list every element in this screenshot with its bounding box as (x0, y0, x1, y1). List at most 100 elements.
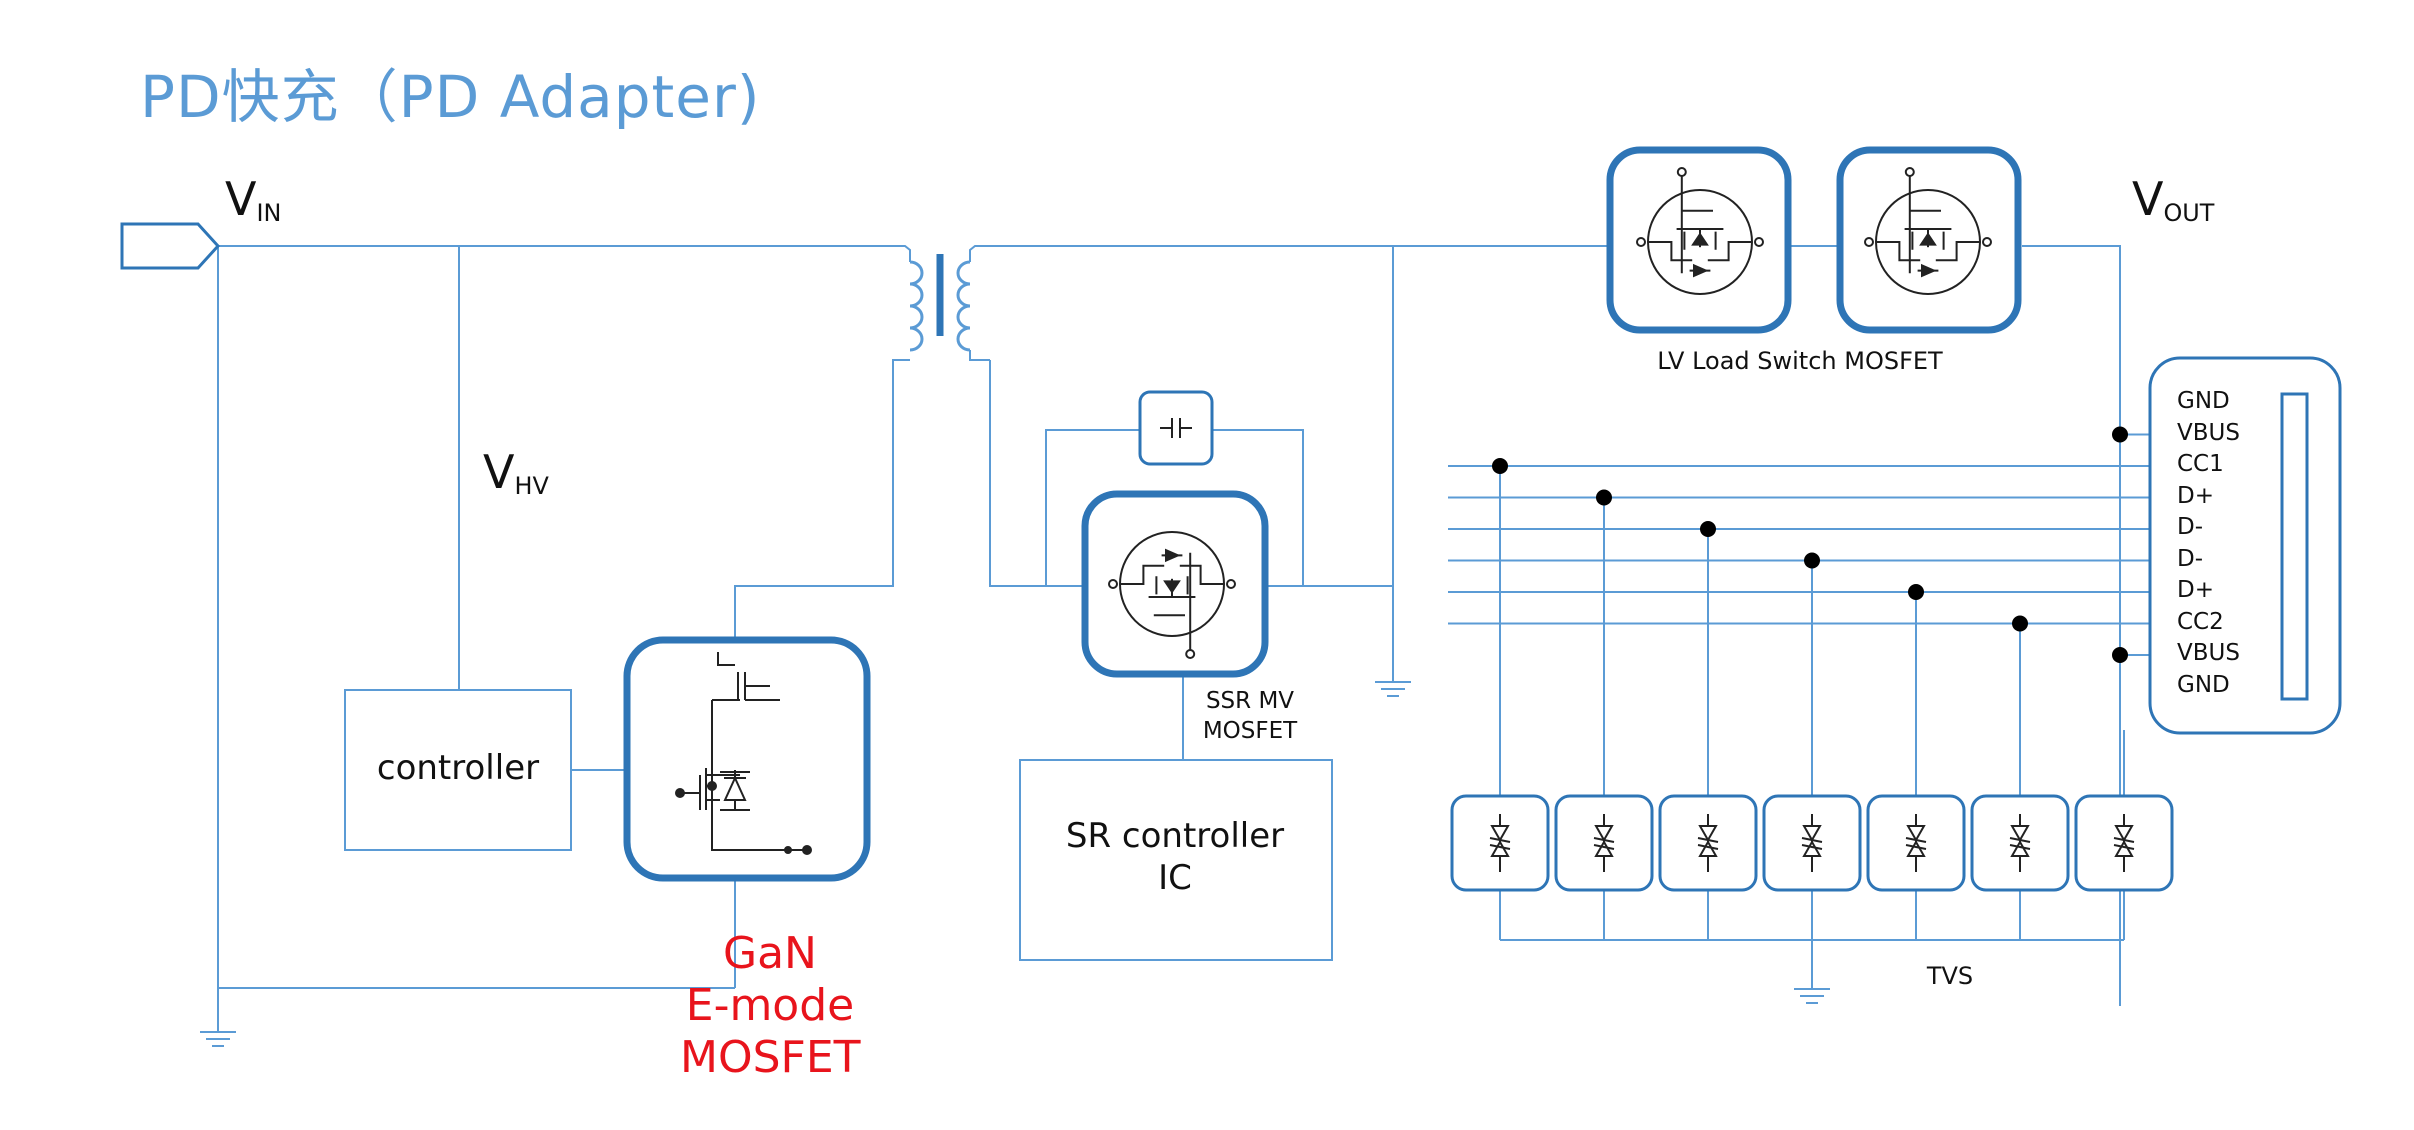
tvs-diode-triangle (1490, 825, 1510, 843)
junction-dot (2112, 647, 2128, 663)
load-switch-mosfet-icon (1864, 167, 1992, 295)
tvs-diode-triangle (2010, 825, 2030, 843)
load-switch-mosfet-icon-diode (1693, 263, 1709, 278)
controller-label: controller (376, 748, 540, 788)
tvs-diode-bar (1593, 837, 1615, 843)
usb-connector-tongue (2280, 392, 2309, 701)
controller-box (344, 689, 572, 851)
vout-label: VOUT (2132, 172, 2215, 227)
load-switch-mosfet-icon-diode (1921, 263, 1937, 278)
tvs-diode-triangle (1906, 825, 1926, 843)
tvs-diode-bar (1697, 837, 1719, 843)
tvs-diode-bar (2009, 837, 2031, 843)
load-switch-mosfet-icon-pin (1864, 237, 1874, 247)
tvs-diode-icon (1697, 814, 1719, 872)
load-switch-mosfet-icon-pin (1636, 237, 1646, 247)
transformer-primary-coil (909, 326, 924, 352)
vhv-label: VHV (483, 445, 549, 500)
ssr-mosfet-icon-diode (1165, 548, 1181, 563)
vin-connector (120, 222, 221, 270)
tvs-diode-triangle (2114, 839, 2134, 857)
junction-dot (1596, 489, 1612, 506)
tvs-diode-bar (1489, 837, 1511, 843)
ssr-mosfet-icon-arrow (1163, 580, 1181, 594)
gan-mosfet-icon-stroke (711, 700, 810, 851)
tvs-diode-triangle (1802, 825, 1822, 843)
transformer-secondary-coil (956, 260, 971, 286)
tvs-diode-icon (1489, 814, 1511, 872)
ssr-mosfet-icon-gate-pin (1185, 649, 1196, 659)
ssr-mosfet-icon-stroke (1155, 576, 1189, 595)
transformer-secondary-coil (956, 304, 971, 330)
junction-dot (2112, 426, 2128, 443)
connector-pin-label: D- (2177, 545, 2204, 572)
tvs-diode-triangle (1594, 825, 1614, 843)
junction-dot (2012, 615, 2028, 632)
ssr-mosfet-icon (1108, 531, 1236, 659)
vin-label: VIN (225, 172, 282, 227)
vout-down-wire (2022, 245, 2121, 1006)
tvs-diode-triangle (2010, 839, 2030, 857)
tvs-diode-triangle (2114, 825, 2134, 843)
tvs-diode-triangle (1698, 839, 1718, 857)
tvs-diode-icon (1801, 814, 1823, 872)
gan-drain-wire (734, 359, 910, 640)
sr-controller-box (1019, 759, 1333, 961)
tvs-diode-bar (1905, 844, 1927, 850)
gan-mosfet-icon (675, 652, 812, 855)
tvs-diode-bar (1801, 837, 1823, 843)
tvs-diode-triangle (1802, 839, 1822, 857)
tvs-diode-icon (1593, 814, 1615, 872)
junction-dot (1492, 458, 1508, 474)
primary-top-wire (895, 245, 911, 262)
ssr-mosfet-icon-pin (1108, 579, 1118, 589)
sr-controller-ic-label: SR controller IC (1065, 816, 1285, 898)
gan-body-dot (707, 781, 717, 791)
ssr-mv-mosfet-label: SSR MV MOSFET (1202, 688, 1298, 744)
tvs-diode-bar (1593, 844, 1615, 850)
gan-mosfet-box (623, 636, 871, 882)
tvs-diode-bar (1489, 844, 1511, 850)
load-switch-mosfet-icon-gate-pin (1904, 167, 1915, 177)
snubber-capacitor-box (1138, 390, 1214, 466)
connector-pin-label: CC1 (2177, 451, 2224, 477)
tvs-diode-bar (2113, 844, 2135, 850)
load-switch-mosfet-icon-stroke (1683, 231, 1717, 250)
secondary-bottom-wire (969, 350, 990, 361)
connector-pin-label: VBUS (2177, 640, 2240, 666)
lv-load-switch-label: LV Load Switch MOSFET (1657, 347, 1943, 375)
load-switch-mosfet-icon-arrow (1919, 232, 1937, 246)
tvs-diode-icon (2113, 814, 2135, 872)
tvs-diode-bar (1697, 844, 1719, 850)
gan-mosfet-icon-stroke (717, 652, 735, 666)
snubber-right-wire (1212, 429, 1304, 586)
secondary-sr-wire (989, 360, 1110, 587)
secondary-top-wire (969, 245, 990, 262)
junction-dot (1700, 521, 1716, 537)
gan-node-dot (784, 846, 792, 854)
tvs-diode-bar (2009, 844, 2031, 850)
gan-emode-mosfet-label: GaN E-mode MOSFET (680, 928, 861, 1083)
load-switch-mosfet-icon-stroke (1911, 231, 1945, 250)
gan-source-pin (802, 845, 812, 855)
gan-diode-icon (723, 775, 747, 801)
ssr-mosfet-icon-pin (1226, 579, 1236, 589)
load-switch-mosfet-icon-gate-pin (1676, 167, 1687, 177)
connector-pin-label: GND (2177, 671, 2230, 698)
transformer-secondary-coil (956, 282, 971, 308)
load-switch-mosfet-icon (1636, 167, 1764, 295)
tvs-diode-triangle (1698, 825, 1718, 843)
junction-dot (1804, 552, 1820, 569)
ssr-mosfet-icon-stroke (1120, 564, 1165, 585)
gan-gate-pin (675, 788, 685, 798)
junction-dot (1908, 584, 1924, 600)
connector-pin-label: VBUS (2177, 419, 2240, 446)
tvs-diode-triangle (1594, 839, 1614, 857)
connector-pin-label: D+ (2177, 577, 2214, 603)
connector-pin-label: GND (2177, 388, 2230, 414)
tvs-diode-icon (1905, 814, 1927, 872)
transformer-primary-coil (909, 260, 924, 286)
load-switch-mosfet-icon-pin (1754, 237, 1764, 247)
page-title: PD快充（PD Adapter) (140, 63, 761, 131)
